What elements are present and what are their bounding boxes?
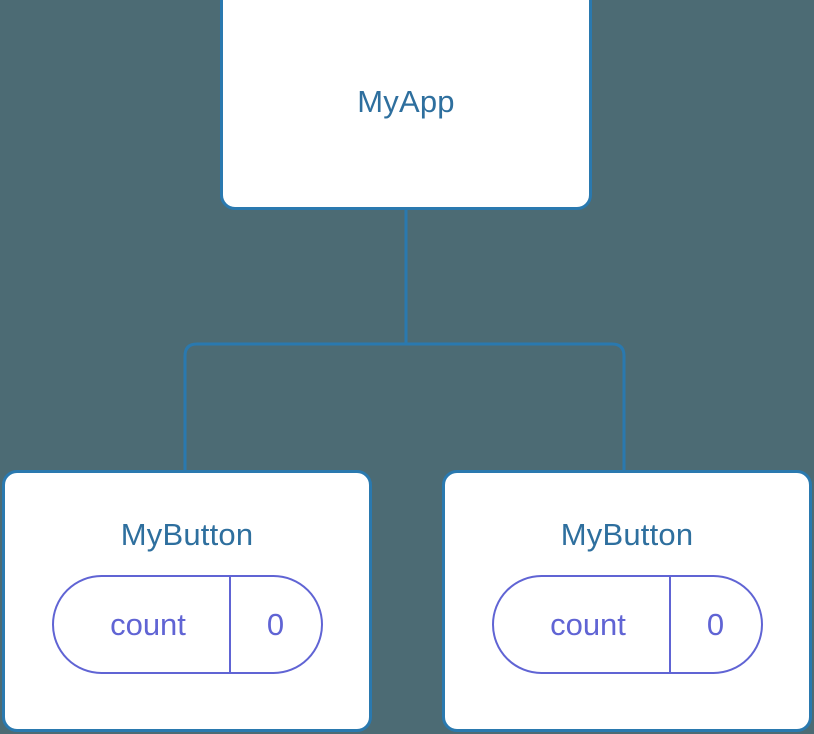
state-key: count (110, 607, 186, 642)
edge-to-mybutton-1 (183, 342, 406, 472)
state-value: 0 (228, 577, 321, 672)
edge-to-mybutton-2 (406, 342, 626, 472)
node-title: MyButton (120, 517, 254, 552)
node-title: MyButton (560, 517, 694, 552)
state-value: 0 (668, 577, 761, 672)
node-mybutton-1[interactable]: MyButton count 0 (2, 470, 372, 732)
node-myapp[interactable]: MyApp (220, 0, 592, 210)
state-key: count (550, 607, 626, 642)
node-title: MyApp (357, 83, 455, 119)
node-mybutton-2[interactable]: MyButton count 0 (442, 470, 812, 732)
state-pill[interactable]: count 0 (491, 575, 763, 674)
state-pill[interactable]: count 0 (51, 575, 323, 674)
